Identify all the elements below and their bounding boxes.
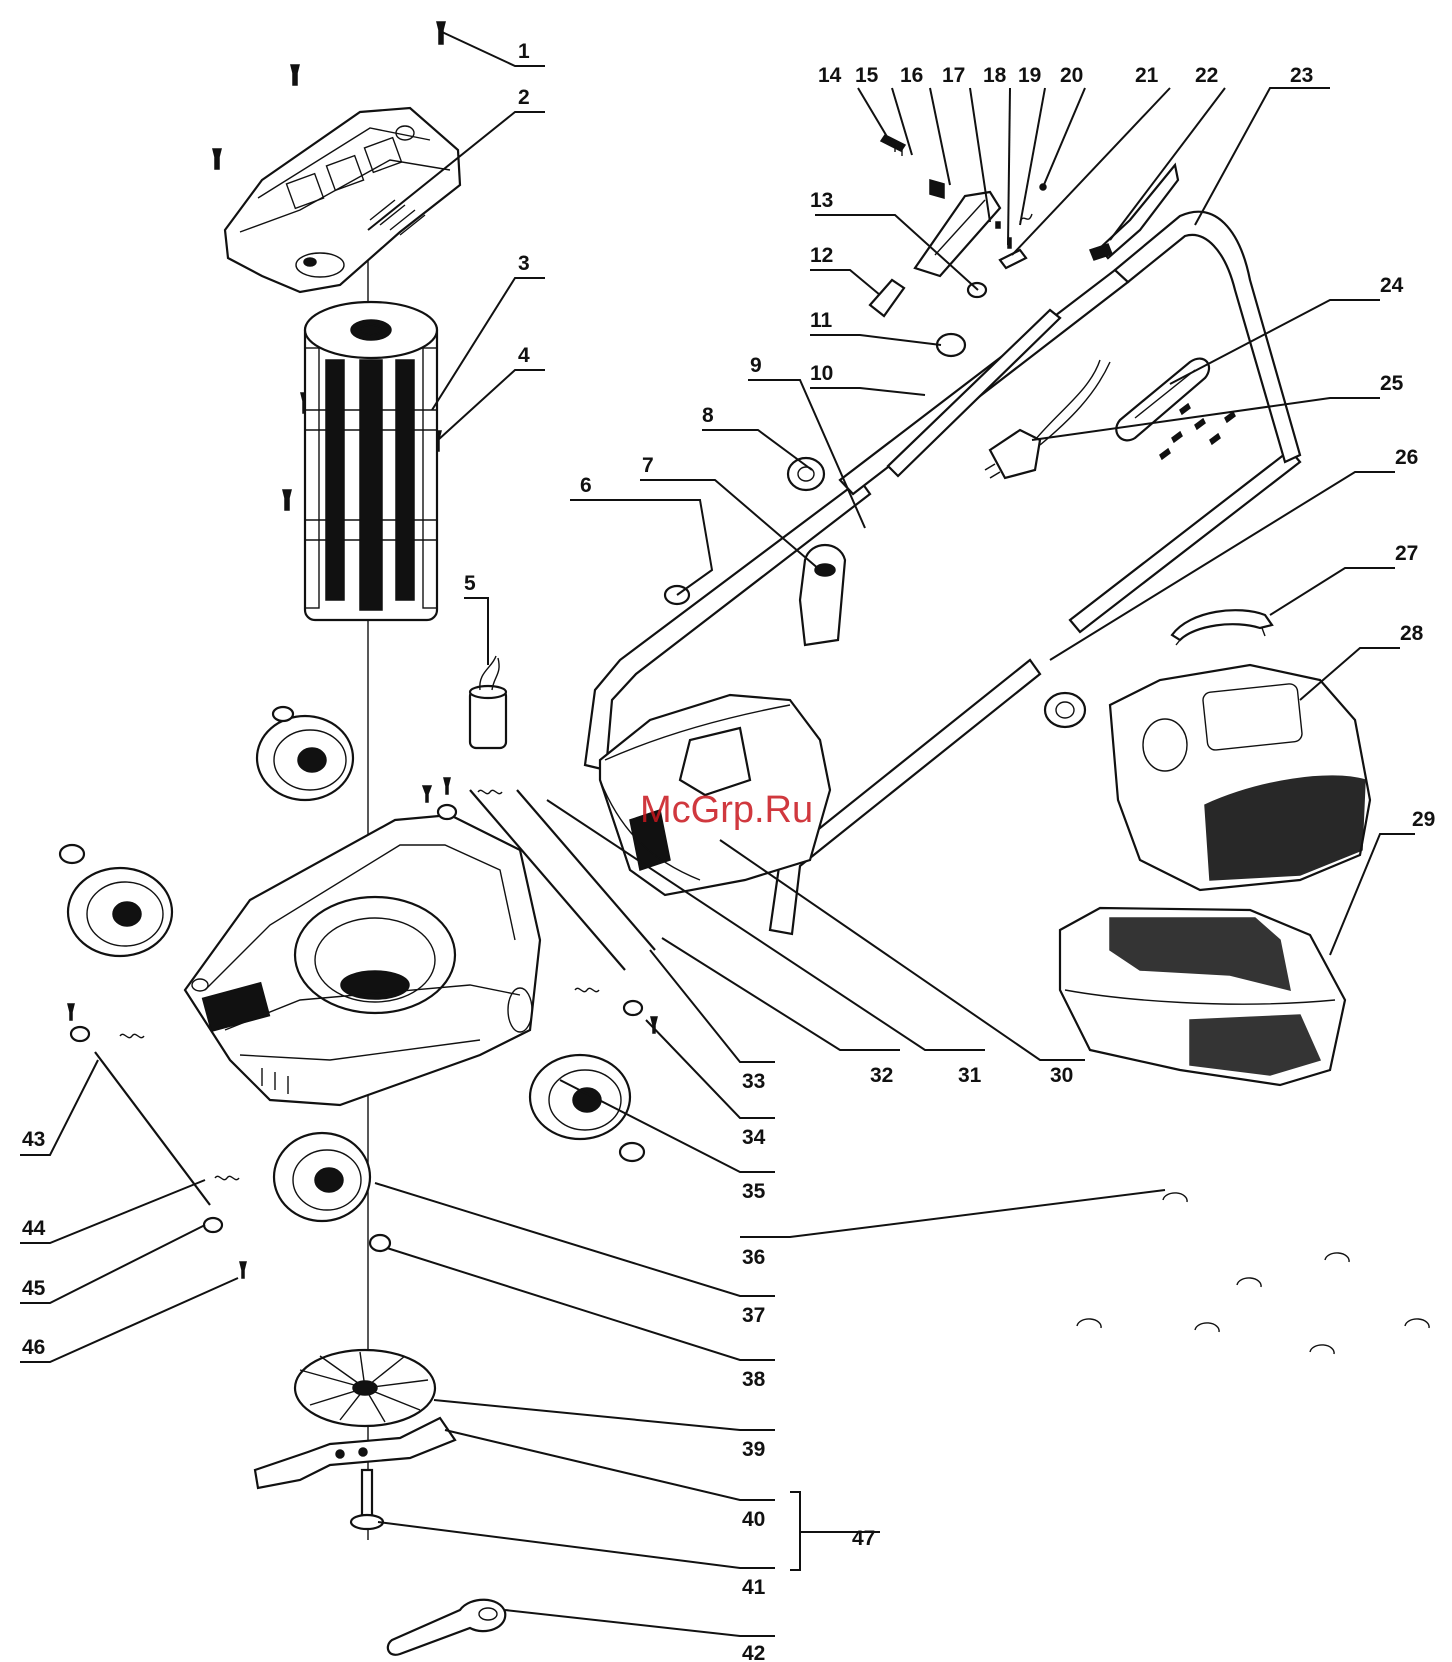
wheel-rear-left xyxy=(257,707,353,800)
capacitor xyxy=(470,656,506,748)
callout-38: 38 xyxy=(742,1368,766,1391)
blade-bolt xyxy=(351,1470,383,1529)
grass-box-bottom xyxy=(1060,908,1345,1085)
knobs xyxy=(788,334,1085,727)
callout-45: 45 xyxy=(22,1277,46,1300)
callout-29: 29 xyxy=(1412,808,1435,831)
handle-grip xyxy=(1116,359,1235,459)
callout-18: 18 xyxy=(983,64,1007,87)
callout-6: 6 xyxy=(580,474,592,497)
callout-20: 20 xyxy=(1060,64,1083,87)
callout-14: 14 xyxy=(818,64,842,87)
parts-drawing xyxy=(60,22,1429,1655)
callout-19: 19 xyxy=(1018,64,1041,87)
callout-31: 31 xyxy=(958,1064,982,1087)
callout-7: 7 xyxy=(642,454,654,477)
callout-4: 4 xyxy=(518,344,530,367)
callout-2: 2 xyxy=(518,86,530,109)
callout-26: 26 xyxy=(1395,446,1418,469)
switch-box-parts xyxy=(870,135,1178,316)
callout-8: 8 xyxy=(702,404,714,427)
cutting-blade xyxy=(255,1418,455,1488)
callout-22: 22 xyxy=(1195,64,1218,87)
callout-46: 46 xyxy=(22,1336,45,1359)
callout-30: 30 xyxy=(1050,1064,1073,1087)
callout-43: 43 xyxy=(22,1128,45,1151)
upper-handle xyxy=(840,212,1300,632)
motor-housing xyxy=(305,302,437,620)
callout-39: 39 xyxy=(742,1438,765,1461)
callout-5: 5 xyxy=(464,572,476,595)
cooling-fan xyxy=(295,1350,435,1426)
callout-1: 1 xyxy=(518,40,530,63)
wrench xyxy=(388,1600,505,1655)
mower-deck xyxy=(185,815,540,1105)
callout-37: 37 xyxy=(742,1304,765,1327)
callout-33: 33 xyxy=(742,1070,765,1093)
callout-16: 16 xyxy=(900,64,923,87)
callout-23: 23 xyxy=(1290,64,1313,87)
callout-24: 24 xyxy=(1380,274,1404,297)
callout-40: 40 xyxy=(742,1508,765,1531)
callout-3: 3 xyxy=(518,252,530,275)
callout-47: 47 xyxy=(852,1527,875,1550)
callout-32: 32 xyxy=(870,1064,893,1087)
callout-35: 35 xyxy=(742,1180,766,1203)
callout-15: 15 xyxy=(855,64,879,87)
callout-21: 21 xyxy=(1135,64,1159,87)
callout-25: 25 xyxy=(1380,372,1404,395)
cable-clip xyxy=(800,545,845,645)
motor-cover xyxy=(225,108,460,292)
wheel-rear-right xyxy=(274,1133,390,1251)
callout-28: 28 xyxy=(1400,622,1424,645)
mulching-clips xyxy=(1077,1193,1429,1354)
wheel-front-left xyxy=(60,845,172,956)
callout-13: 13 xyxy=(810,189,833,212)
callout-36: 36 xyxy=(742,1246,765,1269)
callout-12: 12 xyxy=(810,244,833,267)
callout-27: 27 xyxy=(1395,542,1418,565)
callout-44: 44 xyxy=(22,1217,46,1240)
callout-10: 10 xyxy=(810,362,833,385)
callout-41: 41 xyxy=(742,1576,766,1599)
callout-9: 9 xyxy=(750,354,762,377)
wheel-front-right xyxy=(530,1055,644,1161)
callout-11: 11 xyxy=(810,309,833,332)
callout-42: 42 xyxy=(742,1642,765,1662)
callout-17: 17 xyxy=(942,64,965,87)
grass-box-top xyxy=(1110,610,1370,890)
watermark: McGrp.Ru xyxy=(640,789,813,831)
callout-34: 34 xyxy=(742,1126,766,1149)
